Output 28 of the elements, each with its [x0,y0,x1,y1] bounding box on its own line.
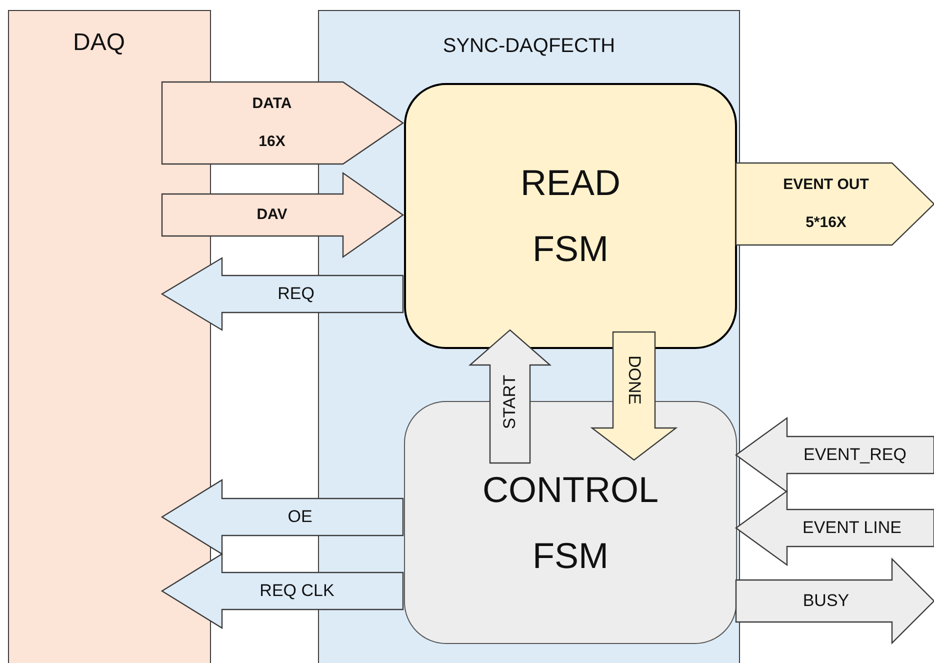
state-machine-box [404,83,737,349]
block-arrow [468,329,552,464]
block-arrow [735,558,934,644]
block-arrow [160,478,404,556]
state-machine-label: READ FSM [519,161,622,271]
module-title: SYNC-DAQFECTH [442,35,616,58]
edge-label: REQ [276,284,316,304]
edge-label: EVENT LINE [802,518,902,538]
block-arrow [160,256,404,332]
block-arrow [734,416,934,494]
edge-label: DAV [256,205,288,225]
edge-label: START [500,374,520,432]
module-title: DAQ [72,29,126,57]
edge-label: BUSY [802,591,850,611]
state-machine-label: CONTROL FSM [481,468,660,578]
module-panel [8,10,211,663]
block-arrow [161,172,404,258]
edge-label: OE [286,507,314,527]
block-arrow [160,552,404,630]
edge-label: DATA 16X [251,94,293,152]
block-arrow [735,162,934,246]
block-arrow [734,490,934,566]
block-arrow [161,81,404,165]
edge-label: REQ CLK [258,581,336,601]
edge-label: EVENT OUT 5*16X [782,175,870,233]
edge-label: DONE [624,354,644,407]
block-arrow [590,331,678,461]
edge-label: EVENT_REQ [802,445,908,465]
